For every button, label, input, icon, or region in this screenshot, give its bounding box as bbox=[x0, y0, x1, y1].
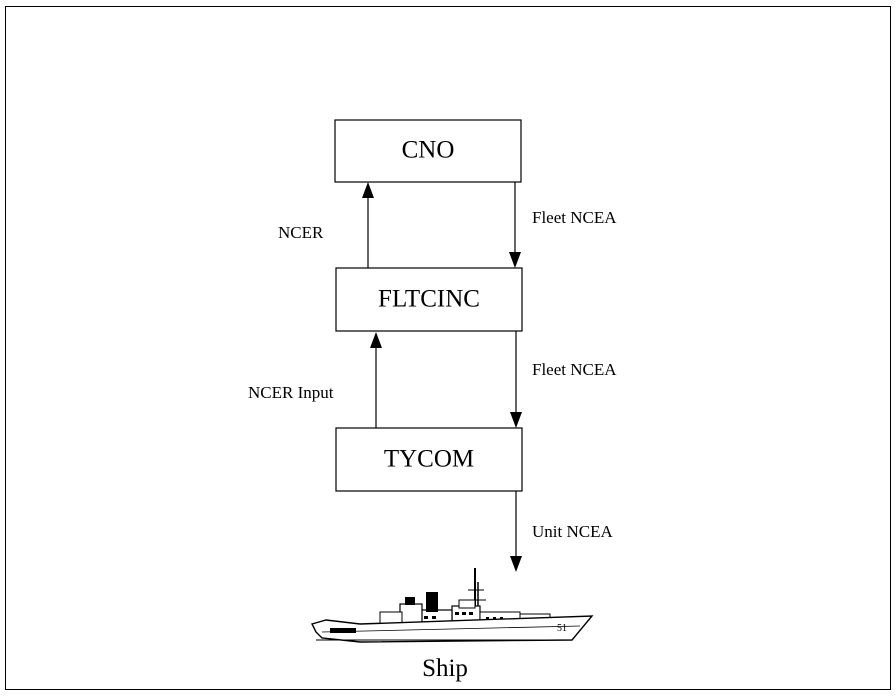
ncer-input-label: NCER Input bbox=[248, 383, 334, 402]
cno-node: CNO bbox=[335, 120, 521, 182]
fleet-ncea-label-2: Fleet NCEA bbox=[532, 360, 617, 379]
ncer-label: NCER bbox=[278, 223, 324, 242]
fleet-ncea-arrow-1 bbox=[509, 182, 521, 268]
fltcinc-label: FLTCINC bbox=[378, 286, 480, 313]
hull-number: 51 bbox=[557, 623, 567, 634]
tycom-node: TYCOM bbox=[336, 428, 522, 491]
ship-icon bbox=[312, 568, 592, 642]
fltcinc-node: FLTCINC bbox=[336, 268, 522, 331]
fleet-ncea-label-1: Fleet NCEA bbox=[532, 208, 617, 227]
unit-ncea-label: Unit NCEA bbox=[532, 522, 613, 541]
fleet-ncea-arrow-2 bbox=[510, 331, 522, 428]
cno-label: CNO bbox=[402, 137, 455, 164]
tycom-label: TYCOM bbox=[384, 446, 474, 473]
unit-ncea-arrow bbox=[510, 491, 522, 572]
ncer-input-arrow bbox=[370, 332, 382, 428]
ship-label: Ship bbox=[422, 655, 468, 682]
ncer-arrow bbox=[362, 182, 374, 268]
